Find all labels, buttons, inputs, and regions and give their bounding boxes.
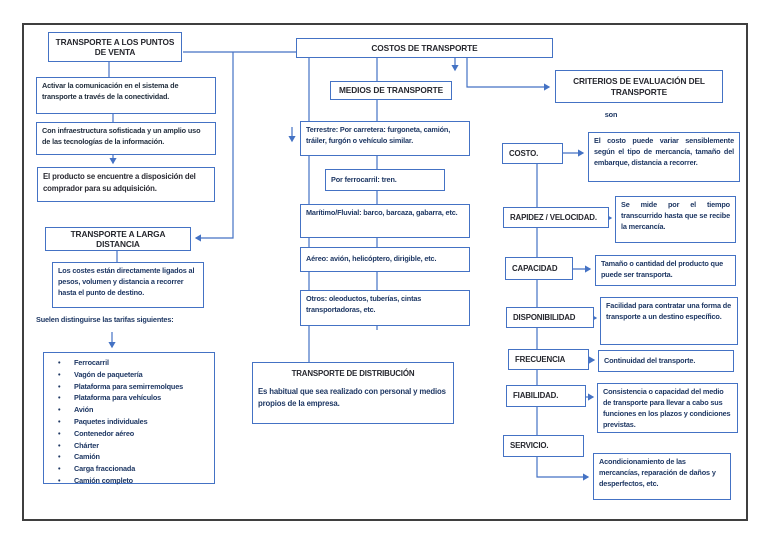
criterio-label-rapidez: RAPIDEZ / VELOCIDAD. <box>503 207 609 228</box>
criterio-label-frecuencia: FRECUENCIA <box>508 349 589 370</box>
medio-terrestre-box: Terrestre: Por carretera: furgoneta, cam… <box>300 121 470 156</box>
tariff-item: Camión completo <box>58 475 210 487</box>
distribucion-note: Es habitual que sea realizado con person… <box>258 386 446 408</box>
venta-note-2: Con infraestructura sofisticada y un amp… <box>36 122 216 155</box>
distribucion-title: TRANSPORTE DE DISTRIBUCIÓN <box>291 369 415 378</box>
tariff-item: Ferrocarril <box>58 357 210 369</box>
tariffs-intro-text: Suelen distinguirse las tarifas siguient… <box>36 315 174 324</box>
tariff-item: Paquetes individuales <box>58 416 210 428</box>
medio-otros-box: Otros: oleoductos, tuberías, cintas tran… <box>300 290 470 326</box>
tariff-item: Avión <box>58 404 210 416</box>
criterio-desc-fiabilidad: Consistencia o capacidad del medio de tr… <box>597 383 738 433</box>
tariff-item: Vagón de paquetería <box>58 369 210 381</box>
criterio-desc-rapidez: Se mide por el tiempo transcurrido hasta… <box>615 196 736 243</box>
criterio-desc-costo: El costo puede variar sensiblemente segú… <box>588 132 740 182</box>
tariff-item: Chárter <box>58 440 210 452</box>
medios-title-box: MEDIOS DE TRANSPORTE <box>330 81 452 100</box>
tariff-item: Plataforma para vehículos <box>58 392 210 404</box>
criterio-label-costo: COSTO. <box>502 143 563 164</box>
arrow-servicio-desc <box>536 457 590 481</box>
criterios-title-box: CRITERIOS DE EVALUACIÓN DEL TRANSPORTE <box>555 70 723 103</box>
tariff-item: Carga fraccionada <box>58 463 210 475</box>
tariffs-list: Ferrocarril Vagón de paquetería Platafor… <box>48 357 210 487</box>
tariffs-list-box: Ferrocarril Vagón de paquetería Platafor… <box>43 352 215 487</box>
criterio-label-fiabilidad: FIABILIDAD. <box>506 385 586 407</box>
tariff-item: Camión <box>58 451 210 463</box>
criterio-desc-servicio: Acondicionamiento de las mercancías, rep… <box>593 453 731 500</box>
arrow-branch-to-larga <box>194 52 234 242</box>
venta-note-3: El producto se encuentre a disposición d… <box>37 167 215 202</box>
tariff-item: Plataforma para semirremolques <box>58 381 210 393</box>
criterio-desc-frecuencia: Continuidad del transporte. <box>598 350 734 372</box>
venta-title-box: TRANSPORTE A LOS PUNTOS DE VENTA <box>48 32 182 62</box>
larga-distancia-note: Los costes están directamente ligados al… <box>52 262 204 308</box>
criterio-label-servicio: SERVICIO. <box>503 435 584 457</box>
criterio-label-disponibilidad: DISPONIBILIDAD <box>506 307 594 328</box>
medio-ferrocarril-box: Por ferrocarril: tren. <box>325 169 445 191</box>
outer-border <box>22 23 748 521</box>
criterio-desc-disponibilidad: Facilidad para contratar una forma de tr… <box>600 297 738 345</box>
tariff-item: Contenedor aéreo <box>58 428 210 440</box>
costos-title-box: COSTOS DE TRANSPORTE <box>296 38 553 58</box>
venta-note-1: Activar la comunicación en el sistema de… <box>36 77 216 114</box>
larga-distancia-title-box: TRANSPORTE A LARGA DISTANCIA <box>45 227 191 251</box>
medio-aereo-box: Aéreo: avión, helicóptero, dirigible, et… <box>300 247 470 272</box>
arrow-costos-to-criterios <box>466 58 551 91</box>
son-label: son <box>604 110 618 119</box>
medio-maritimo-box: Marítimo/Fluvial: barco, barcaza, gabarr… <box>300 204 470 238</box>
criterio-label-capacidad: CAPACIDAD <box>505 257 573 280</box>
distribucion-box: TRANSPORTE DE DISTRIBUCIÓN Es habitual q… <box>252 362 454 424</box>
criterio-desc-capacidad: Tamaño o cantidad del producto que puede… <box>595 255 736 286</box>
